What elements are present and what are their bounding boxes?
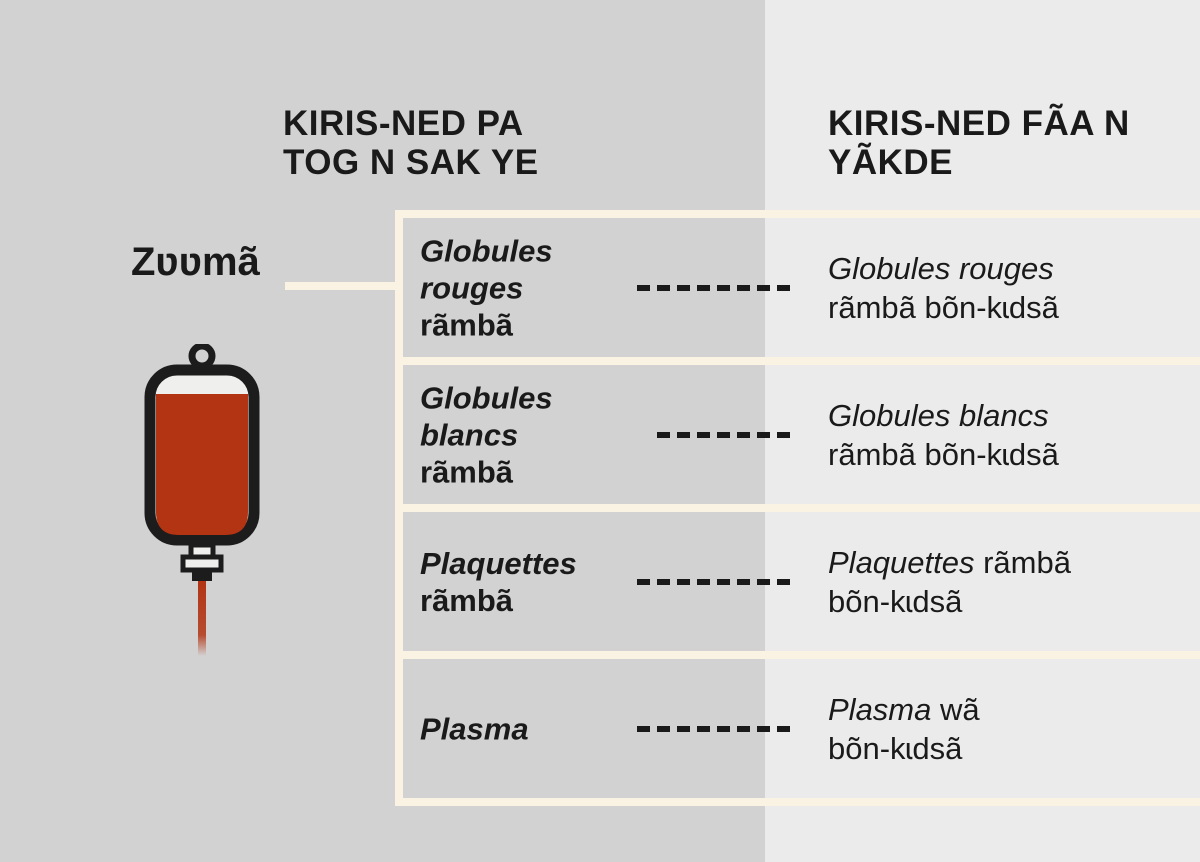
row-left-text: Plaquettes rãmbã (420, 545, 577, 619)
bag-blood-fill (156, 394, 248, 535)
bag-flange (180, 554, 224, 573)
row-left-line: rãmbã (420, 454, 514, 489)
blood-bag-icon (144, 344, 260, 656)
row-left-text: Globules rouges rãmbã (420, 232, 553, 343)
row-left-line: Plasma (420, 711, 529, 746)
row-left-line: blancs (420, 417, 519, 452)
left-column-header: KIRIS-NED PA TOG N SAK YE (283, 104, 539, 182)
table-row: Globules rouges rãmbã Globules rouges rã… (403, 210, 1200, 357)
row-right-text: Globules rouges rãmbã bõn-kɩdsã (828, 250, 1059, 325)
blood-label: Zʋʋmã (131, 240, 260, 284)
table-bottom-border (403, 798, 1200, 806)
row-left-line: Globules (420, 233, 553, 268)
row-right-text: Globules blancs rãmbã bõn-kɩdsã (828, 397, 1059, 472)
table-row: Plasma Plasma wã bõn-kɩdsã (403, 651, 1200, 798)
row-left-text: Plasma (420, 710, 529, 747)
bag-port (192, 570, 212, 581)
right-background-band (765, 0, 1200, 862)
dashed-line (637, 578, 790, 585)
row-left-line: rouges (420, 270, 524, 305)
components-table: Globules rouges rãmbã Globules rouges rã… (395, 210, 1200, 806)
row-left-line: Plaquettes (420, 545, 577, 581)
row-left-line: rãmbã (420, 307, 514, 342)
row-left-line: Globules (420, 380, 553, 415)
row-left-text: Globules blancs rãmbã (420, 379, 553, 490)
bag-hanger-ring (188, 344, 216, 370)
connector-line (285, 282, 403, 290)
table-row: Globules blancs rãmbã Globules blancs rã… (403, 357, 1200, 504)
right-column-header: KIRIS-NED FÃA N YÃKDE (828, 104, 1130, 182)
row-right-text: Plaquettes rãmbã bõn-kɩdsã (828, 544, 1071, 619)
bag-tube (198, 581, 206, 656)
dashed-line (657, 431, 790, 438)
dashed-line (637, 725, 790, 732)
dashed-line (637, 284, 790, 291)
row-right-text: Plasma wã bõn-kɩdsã (828, 691, 980, 766)
table-row: Plaquettes rãmbã Plaquettes rãmbã bõn-kɩ… (403, 504, 1200, 651)
row-left-line: rãmbã (420, 582, 514, 618)
